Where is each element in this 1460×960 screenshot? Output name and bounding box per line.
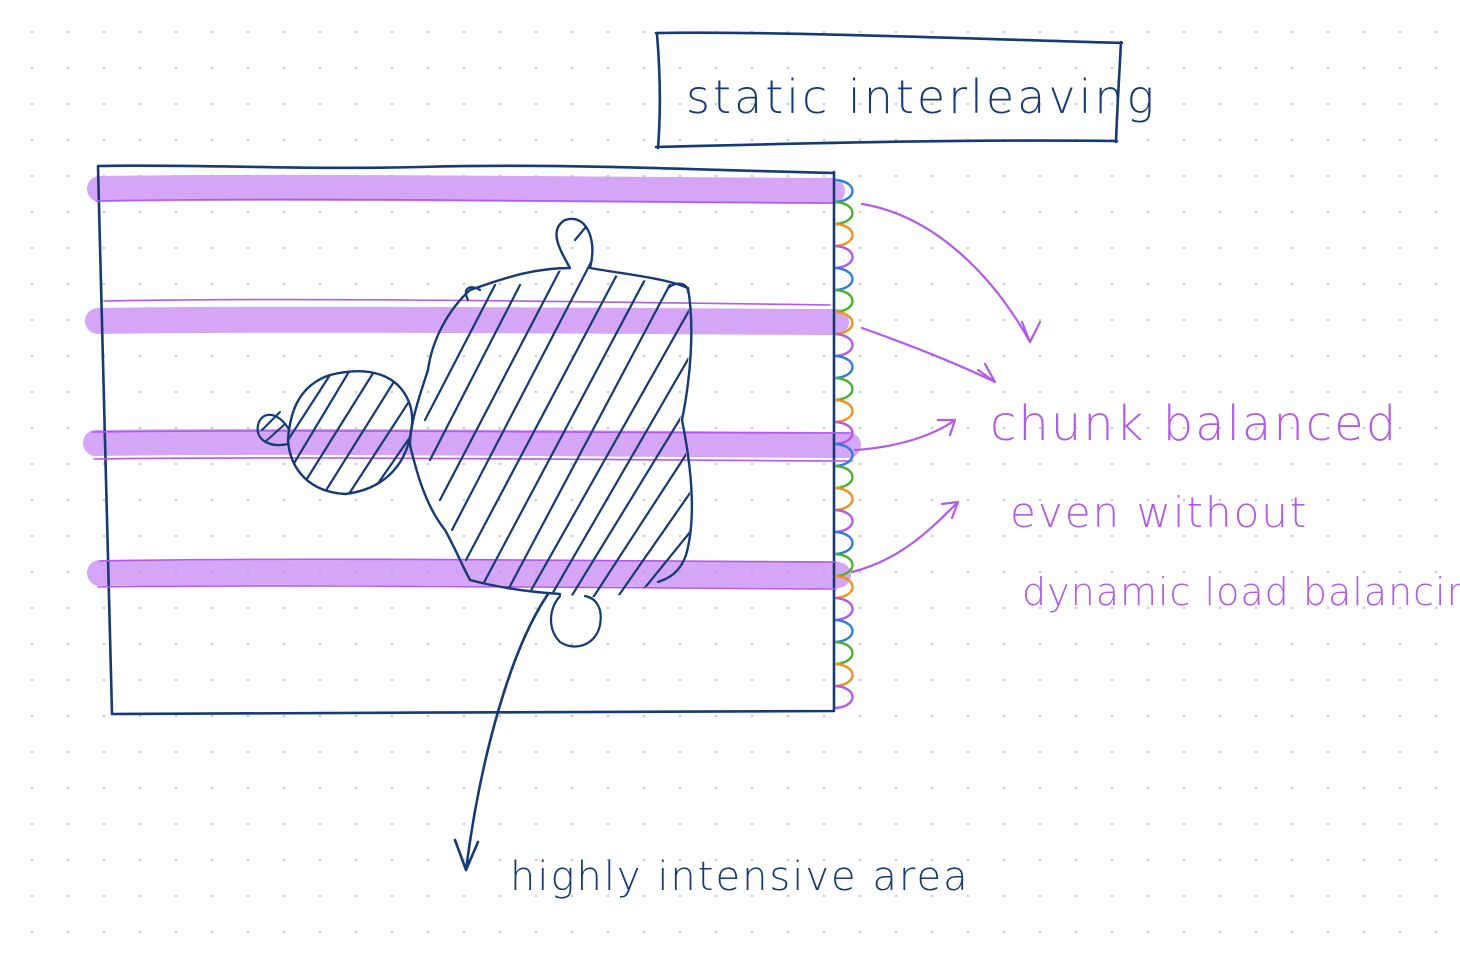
chunk-loop <box>834 618 854 644</box>
intensive-note: highly intensive area <box>510 854 970 900</box>
chunk-loop <box>834 178 854 204</box>
chunk-loop <box>834 200 854 226</box>
chunk-loop <box>834 244 854 270</box>
chunk-loop <box>834 376 854 402</box>
chunk-loop <box>834 266 854 292</box>
highlight-row-1 <box>87 174 845 204</box>
highlight-row-3 <box>83 428 861 458</box>
highlight-row-4 <box>87 558 851 588</box>
arrow-row-2 <box>860 326 997 384</box>
chunk-loop <box>834 530 854 556</box>
title-box: static interleaving <box>654 31 1157 150</box>
chunk-loop <box>834 442 854 468</box>
chunk-loop <box>834 222 854 248</box>
title-label: static interleaving <box>686 70 1157 124</box>
chunk-loop <box>834 552 854 578</box>
arrow-row-1 <box>860 202 1042 344</box>
chunk-loop <box>834 574 854 600</box>
chunk-loop <box>834 310 854 336</box>
chunk-loop <box>834 596 854 622</box>
chunk-loop <box>834 508 854 534</box>
highlighted-rows <box>83 174 861 588</box>
chunk-loop <box>834 640 854 666</box>
chunk-loops <box>834 178 854 710</box>
chunk-loop <box>834 662 854 688</box>
chunk-note-line1: chunk balanced <box>990 396 1398 452</box>
chunk-loop <box>834 464 854 490</box>
intensive-shape <box>256 217 693 648</box>
chunk-loop <box>834 420 854 446</box>
chunk-loop <box>834 288 854 314</box>
chunk-loop <box>834 486 854 512</box>
chunk-note: chunk balanced even without dynamic load… <box>990 396 1460 614</box>
annotation-arrows <box>850 202 1042 574</box>
intensive-arrow: highly intensive area <box>453 592 970 900</box>
chunk-loop <box>834 398 854 424</box>
arrow-row-4 <box>850 500 960 574</box>
highlight-row-2 <box>85 306 849 335</box>
chunk-loop <box>834 684 854 710</box>
chunk-note-line2: even without <box>1010 488 1308 537</box>
arrow-row-3 <box>853 418 957 452</box>
chunk-loop <box>834 354 854 380</box>
chunk-loop <box>834 332 854 358</box>
chunk-note-line3: dynamic load balancing <box>1022 570 1460 614</box>
image-frame <box>91 164 853 716</box>
